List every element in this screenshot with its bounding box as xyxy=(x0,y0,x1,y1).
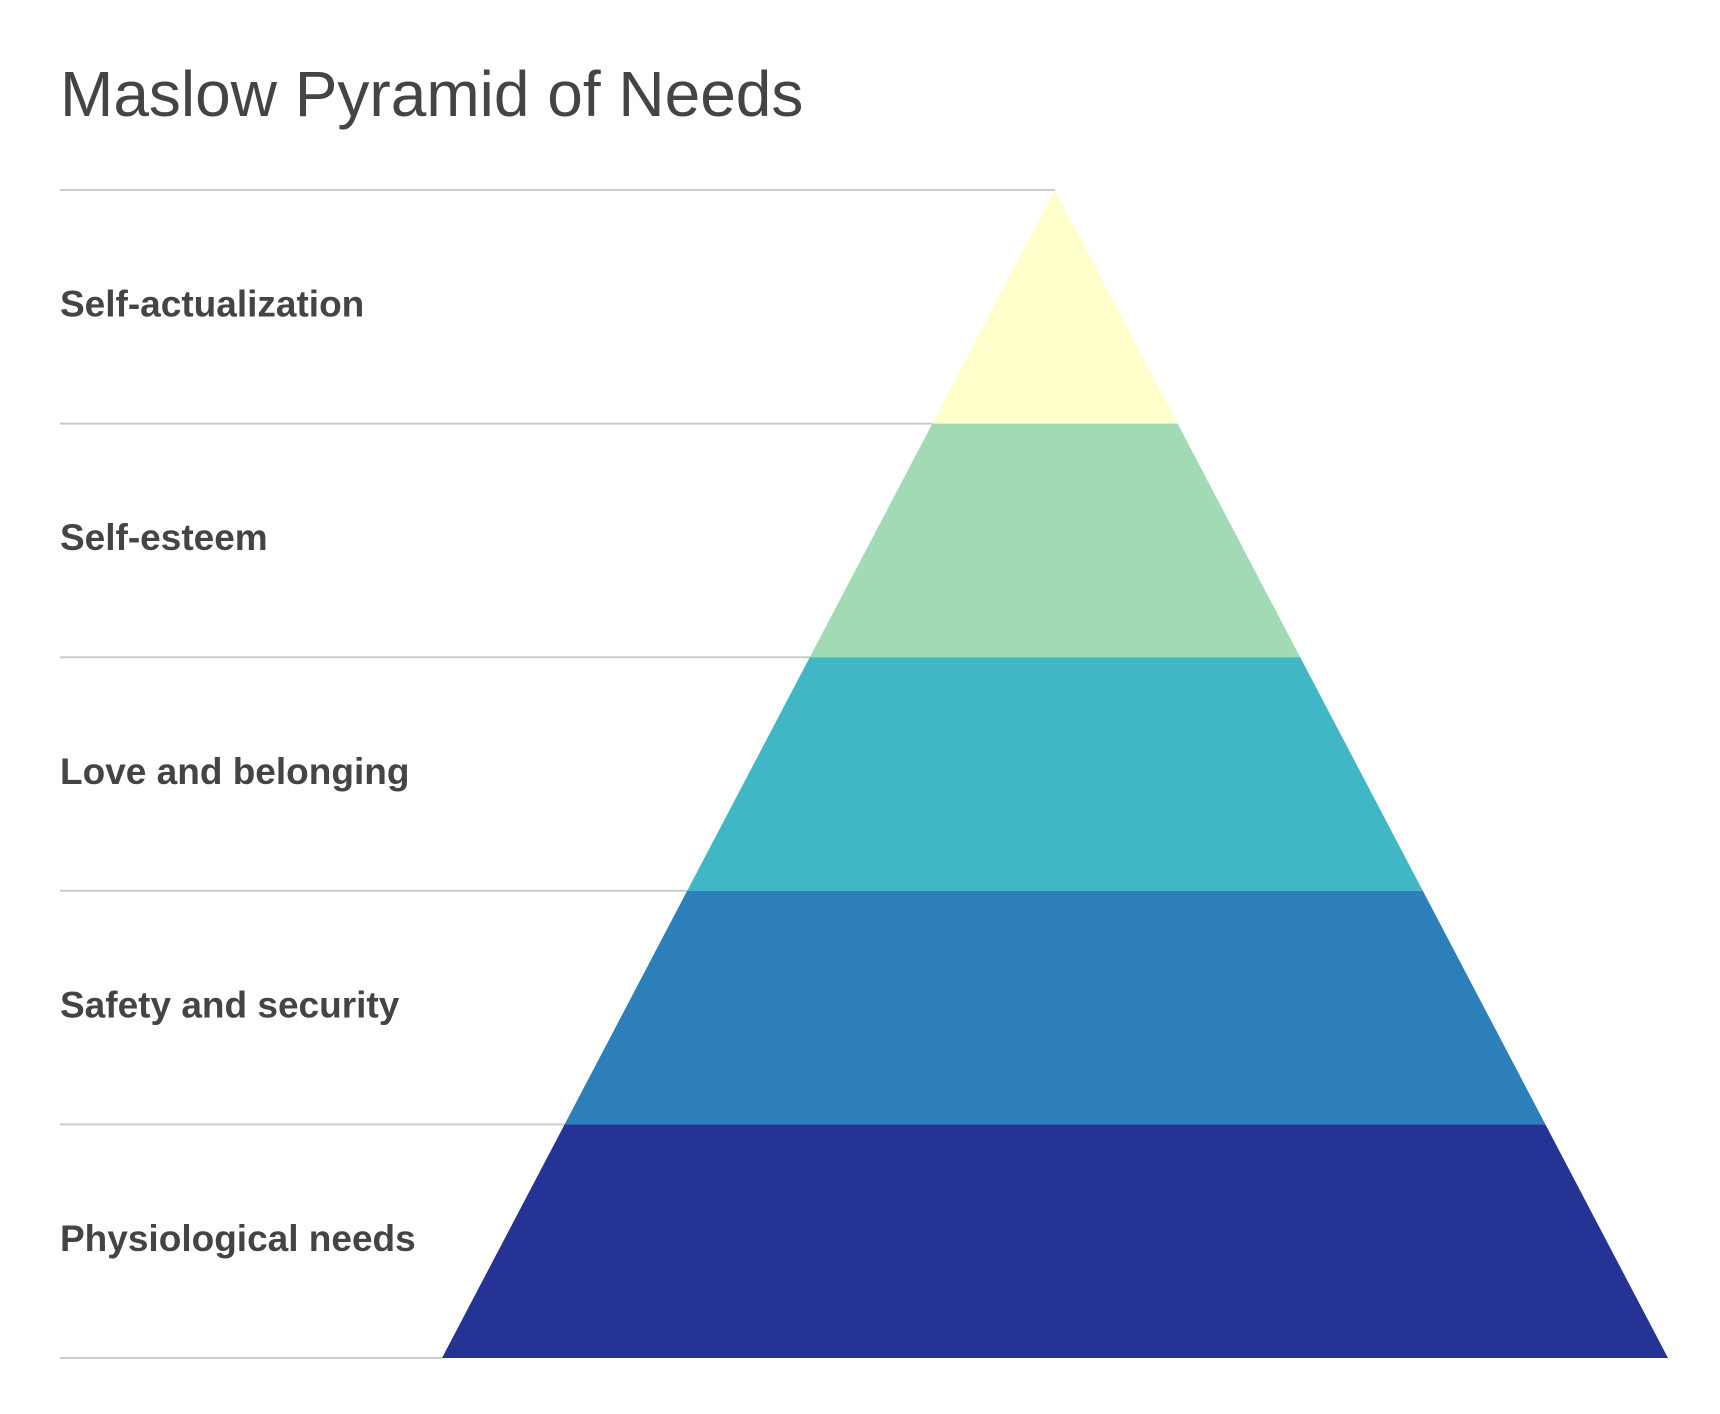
pyramid-level-self-esteem xyxy=(809,423,1301,658)
level-label-safety-and-security: Safety and security xyxy=(60,984,400,1025)
level-label-self-actualization: Self-actualization xyxy=(60,284,364,325)
pyramid-level-love-and-belonging xyxy=(687,657,1423,891)
diagram-title: Maslow Pyramid of Needs xyxy=(60,58,804,130)
level-label-self-esteem: Self-esteem xyxy=(60,517,268,558)
level-label-physiological-needs: Physiological needs xyxy=(60,1218,416,1259)
pyramid-level-physiological-needs xyxy=(442,1124,1668,1358)
level-label-love-and-belonging: Love and belonging xyxy=(60,751,409,792)
pyramid-level-self-actualization xyxy=(932,190,1178,424)
pyramid-level-safety-and-security xyxy=(564,890,1546,1125)
